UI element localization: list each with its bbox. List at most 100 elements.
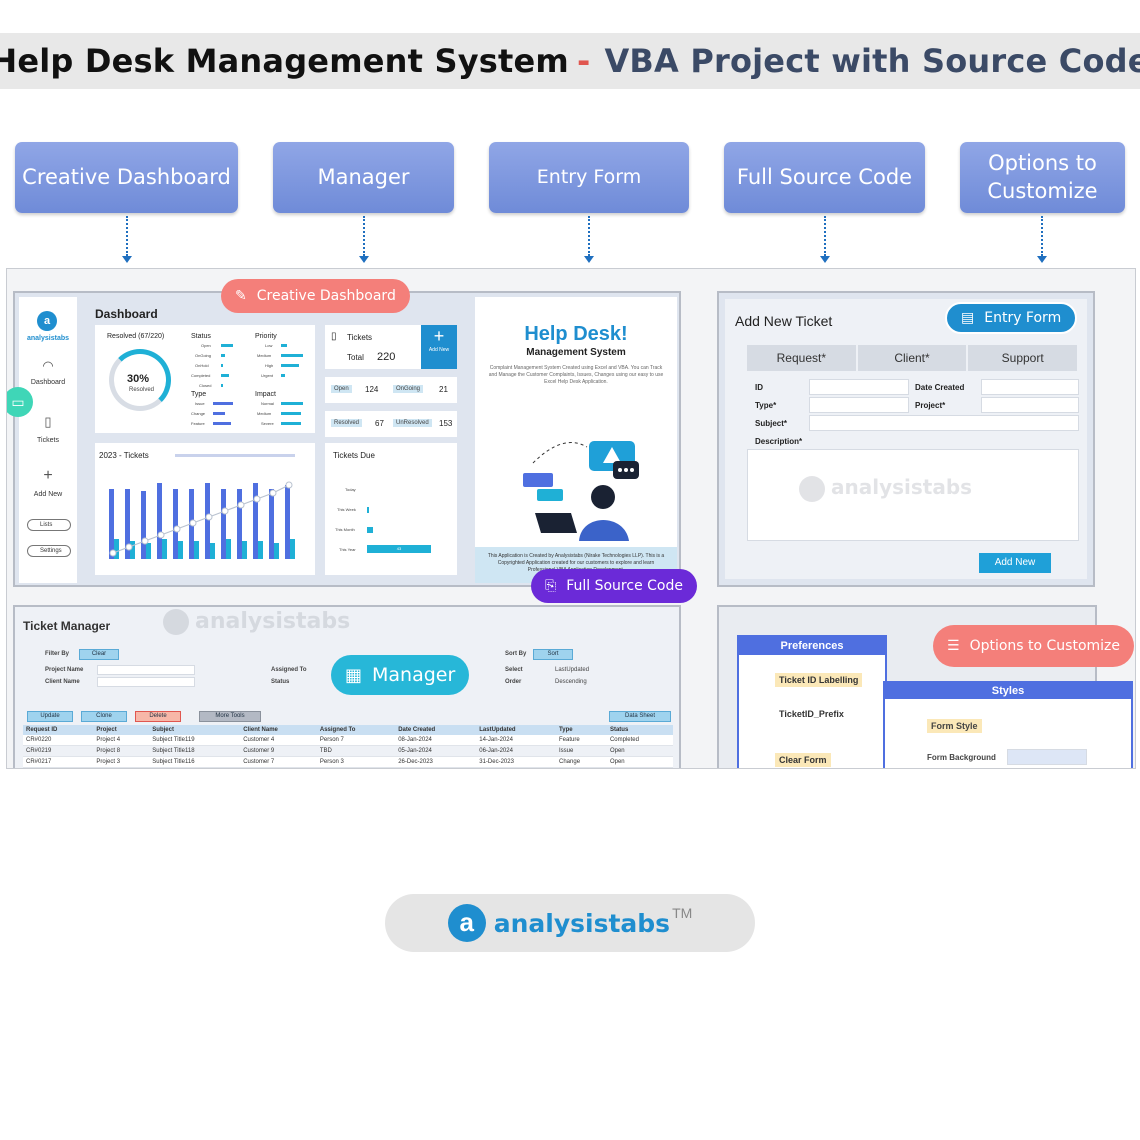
help-subtitle: Management System [526, 347, 626, 358]
feature-options-to-customize[interactable]: Options to Customize [960, 142, 1125, 213]
ticket-table: Request ID Project Subject Client Name A… [23, 725, 673, 768]
update-button[interactable]: Update [27, 711, 73, 722]
cell: Subject Title118 [149, 745, 241, 757]
order-label: Order [505, 679, 522, 685]
column-header[interactable]: Subject [149, 725, 241, 735]
description-field[interactable] [747, 449, 1079, 541]
preferences-title: Preferences [739, 637, 885, 655]
add-new-label: Add New [428, 347, 450, 353]
total-value: 220 [377, 351, 396, 363]
nav-tickets[interactable]: Tickets [37, 437, 59, 444]
sort-by-label: Sort By [505, 651, 527, 657]
clear-form[interactable]: Clear Form [775, 753, 831, 767]
nav-add-new[interactable]: Add New [33, 491, 63, 498]
sliders-icon: ☰ [947, 638, 960, 654]
title-bar: Help Desk Management System - VBA Projec… [0, 33, 1140, 89]
watermark: analysistabs [799, 475, 972, 502]
status-title: Status [191, 333, 211, 340]
subject-field[interactable] [809, 415, 1079, 431]
delete-button[interactable]: Delete [135, 711, 181, 722]
order-value[interactable]: Descending [555, 679, 587, 685]
title-sub: VBA Project with Source Code [604, 42, 1140, 80]
priority-item: Medium [257, 353, 272, 358]
tab-client[interactable]: Client* [857, 345, 969, 371]
project-field[interactable] [981, 397, 1079, 413]
priority-title: Priority [255, 333, 277, 340]
feature-entry-form[interactable]: Entry Form [489, 142, 689, 213]
column-header[interactable]: Request ID [23, 725, 94, 735]
add-new-tile[interactable]: + Add New [421, 325, 457, 369]
more-tools-button[interactable]: More Tools [199, 711, 261, 722]
sort-button[interactable]: Sort [533, 649, 573, 660]
client-name-label: Client Name [45, 679, 80, 685]
column-header[interactable]: Assigned To [316, 725, 396, 735]
unresolved-value: 153 [439, 419, 453, 428]
tickets-total-card: ▯ Tickets Total 220 + Add New [325, 325, 457, 369]
ticket-id-labelling[interactable]: Ticket ID Labelling [775, 673, 863, 687]
form-background-label: Form Background [927, 753, 996, 762]
help-title: Help Desk! [524, 323, 628, 345]
clear-button[interactable]: Clear [79, 649, 119, 660]
id-field[interactable] [809, 379, 909, 395]
status-item: OnHold [195, 363, 209, 368]
feature-creative-dashboard[interactable]: Creative Dashboard [15, 142, 238, 213]
due-row-label: Today [345, 487, 356, 492]
date-created-field[interactable] [981, 379, 1079, 395]
cell: Person 7 [316, 735, 396, 746]
status-bar [221, 344, 233, 347]
priority-item: High [265, 363, 274, 368]
ticketid-prefix[interactable]: TicketID_Prefix [779, 709, 844, 719]
form-background-field[interactable] [1007, 749, 1087, 765]
analysistabs-logo-icon: a [447, 904, 486, 942]
type-bar [213, 412, 225, 415]
column-header[interactable]: Status [606, 725, 673, 735]
feature-manager[interactable]: Manager [273, 142, 454, 213]
column-header[interactable]: Date Created [395, 725, 477, 735]
data-sheet-button[interactable]: Data Sheet [609, 711, 671, 722]
callout-label: Creative Dashboard [256, 288, 396, 304]
select-value[interactable]: LastUpdated [555, 667, 590, 673]
support-agent-illustration [523, 441, 639, 541]
column-header[interactable]: Client Name [240, 725, 317, 735]
impact-title: Impact [255, 391, 277, 398]
tab-support[interactable]: Support [968, 345, 1080, 371]
monitor-icon[interactable]: ▭ [7, 387, 33, 417]
help-description: Complaint Management System Created usin… [488, 365, 664, 385]
nav-dashboard[interactable]: Dashboard [30, 379, 66, 386]
resolved-gauge [109, 349, 171, 411]
settings-button[interactable]: Settings [27, 545, 71, 557]
status-item: OnGoing [195, 353, 212, 358]
tickets-label: Tickets [347, 333, 373, 342]
lists-button[interactable]: Lists [27, 519, 71, 531]
client-name-field[interactable] [97, 677, 195, 687]
document-icon: ▤ [961, 310, 975, 326]
cell: 26-Dec-2023 [395, 756, 477, 768]
date-created-label: Date Created [915, 383, 965, 392]
clone-button[interactable]: Clone [81, 711, 127, 722]
type-field[interactable] [809, 397, 909, 413]
form-style-label[interactable]: Form Style [927, 719, 982, 733]
status-bar [221, 364, 223, 367]
project-name-field[interactable] [97, 665, 195, 675]
entry-form-tabs: Request* Client* Support [747, 345, 1080, 371]
priority-item: Low [265, 343, 273, 348]
column-header[interactable]: Project [93, 725, 150, 735]
analysistabs-logo-icon: a [37, 311, 57, 331]
due-bar [367, 507, 369, 513]
impact-bar [281, 402, 303, 405]
cell: CR#0217 [23, 756, 94, 768]
feature-full-source-code[interactable]: Full Source Code [724, 142, 925, 213]
column-header[interactable]: LastUpdated [476, 725, 557, 735]
column-header[interactable]: Type [556, 725, 607, 735]
type-label: Type* [755, 401, 777, 410]
gauge-sub: Resolved [129, 387, 155, 393]
cell: 06-Jan-2024 [476, 745, 557, 757]
assigned-to-label: Assigned To [271, 667, 307, 673]
add-new-button[interactable]: Add New [979, 553, 1051, 573]
tab-request[interactable]: Request* [747, 345, 858, 371]
status-bar [221, 354, 225, 357]
cell: Feature [556, 735, 607, 746]
